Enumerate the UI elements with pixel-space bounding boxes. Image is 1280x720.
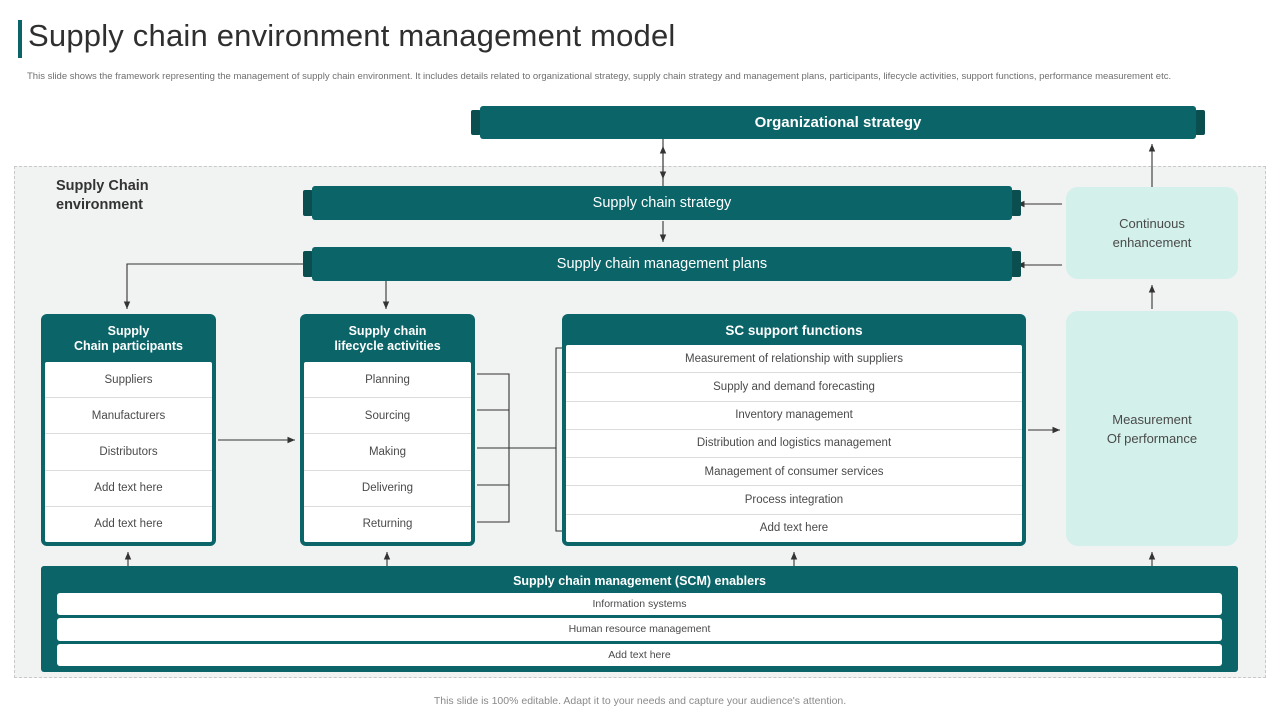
sc-support-functions-card[interactable]: SC support functions Measurement of rela… [562,314,1026,546]
list-item[interactable]: Planning [304,362,471,399]
list-item[interactable]: Add text here [759,522,829,535]
list-item[interactable]: Supply and demand forecasting [566,373,1022,402]
lifecycle-card-title: Supply chain lifecycle activities [304,318,471,362]
participants-title-line-2: Chain participants [73,339,184,353]
continuous-line-1: Continuous [1119,216,1185,231]
support-card-body: Measurement of relationship with supplie… [566,345,1022,542]
lifecycle-title-line-2: lifecycle activities [334,339,441,353]
supply-chain-management-plans-bar[interactable]: Supply chain management plans [312,247,1012,281]
supply-chain-environment-label: Supply Chain environment [56,177,149,215]
list-item[interactable]: Add text here [45,471,212,507]
continuous-enhancement-label: Continuous enhancement [1113,214,1192,252]
supply-chain-participants-card[interactable]: Supply Chain participants Suppliers Manu… [41,314,216,546]
scm-enablers-title: Supply chain management (SCM) enablers [513,574,766,588]
organizational-strategy-label: Organizational strategy [754,114,922,131]
support-card-title: SC support functions [725,323,863,338]
measurement-line-1: Measurement [1112,411,1192,427]
list-item[interactable]: Manufacturers [45,398,212,435]
lifecycle-card-body: Planning Sourcing Making Delivering Retu… [304,362,471,542]
lifecycle-title-line-1: Supply chain [348,324,427,338]
organizational-strategy-cap-left [471,110,481,135]
env-label-line-2: environment [56,197,144,213]
supply-chain-management-plans-cap-right [1011,251,1021,277]
list-item[interactable]: Add text here [57,643,1222,666]
list-item[interactable]: Information systems [57,593,1222,616]
list-item[interactable]: Suppliers [45,362,212,399]
supply-chain-lifecycle-activities-card[interactable]: Supply chain lifecycle activities Planni… [300,314,475,546]
participants-card-title: Supply Chain participants [45,318,212,362]
scm-enablers-card[interactable]: Supply chain management (SCM) enablers I… [41,566,1238,672]
supply-chain-management-plans-label: Supply chain management plans [556,256,768,272]
supply-chain-strategy-bar[interactable]: Supply chain strategy [312,186,1012,220]
supply-chain-management-plans-cap-left [303,251,313,277]
measurement-line-2: Of performance [1106,430,1198,446]
list-item[interactable]: Inventory management [566,402,1022,430]
organizational-strategy-bar[interactable]: Organizational strategy [480,106,1196,139]
measurement-of-performance-label: Measurement Of performance [1107,410,1197,448]
footer-note: This slide is 100% editable. Adapt it to… [433,695,847,707]
list-item[interactable]: Distributors [45,434,212,471]
continuous-enhancement-box[interactable]: Continuous enhancement [1066,187,1238,279]
list-item[interactable]: Making [304,434,471,471]
list-item[interactable]: Sourcing [304,398,471,435]
continuous-line-2: enhancement [1112,235,1192,250]
measurement-of-performance-box[interactable]: Measurement Of performance [1066,311,1238,546]
list-item[interactable]: Process integration [566,486,1022,515]
supply-chain-strategy-cap-right [1011,190,1021,216]
list-item[interactable]: Measurement of relationship with supplie… [566,345,1022,374]
list-item[interactable]: Add text here [94,518,163,531]
supply-chain-strategy-label: Supply chain strategy [592,195,732,211]
page-subtitle: This slide shows the framework represent… [27,71,1172,82]
list-item[interactable]: Management of consumer services [566,458,1022,487]
page-title: Supply chain environment management mode… [28,18,676,53]
list-item[interactable]: Returning [362,518,413,531]
list-item[interactable]: Human resource management [57,618,1222,641]
supply-chain-strategy-cap-left [303,190,313,216]
organizational-strategy-cap-right [1195,110,1205,135]
participants-card-body: Suppliers Manufacturers Distributors Add… [45,362,212,542]
env-label-line-1: Supply Chain [56,178,149,194]
list-item[interactable]: Distribution and logistics management [566,430,1022,459]
participants-title-line-1: Supply [107,324,150,338]
title-accent-bar [18,20,22,58]
list-item[interactable]: Delivering [304,471,471,507]
